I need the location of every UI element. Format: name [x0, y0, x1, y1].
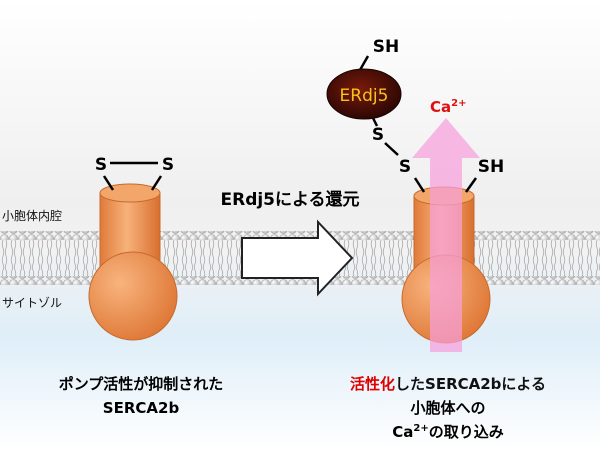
sulfur-left-2: S: [162, 155, 174, 175]
calcium-flux-arrow: [412, 118, 480, 352]
right-caption-line3: Ca2+の取り込み: [392, 423, 504, 441]
erdj5-label: ERdj5: [340, 86, 389, 106]
left-caption-line2: SERCA2b: [103, 399, 180, 417]
left-caption-line1: ポンプ活性が抑制された: [59, 375, 224, 393]
sulfur-left-1: S: [95, 155, 107, 175]
calcium-label: Ca2+: [430, 98, 466, 116]
cytosol-label: サイトゾル: [2, 296, 62, 310]
serca2b-inactive: S S: [88, 155, 178, 341]
bond-line-left: [102, 175, 115, 191]
intermolecular-bond: [384, 142, 399, 156]
erdj5-oval: [326, 68, 402, 120]
reduction-label: ERdj5による還元: [220, 190, 359, 210]
er-lumen-label: 小胞体内腔: [2, 208, 62, 223]
bond-line-right: [150, 175, 163, 191]
erdj5-sh: SH: [373, 37, 399, 57]
erdj5-enzyme: ERdj5 SH S S SH: [326, 37, 504, 193]
erdj5-sulfur: S: [372, 125, 384, 145]
reduction-arrow: [241, 219, 354, 297]
right-caption-line1: 活性化したSERCA2bによる: [350, 375, 546, 393]
serca-sh: SH: [478, 157, 504, 177]
right-caption-line2: 小胞体への: [410, 399, 485, 417]
serca-sulfur: S: [399, 157, 411, 177]
